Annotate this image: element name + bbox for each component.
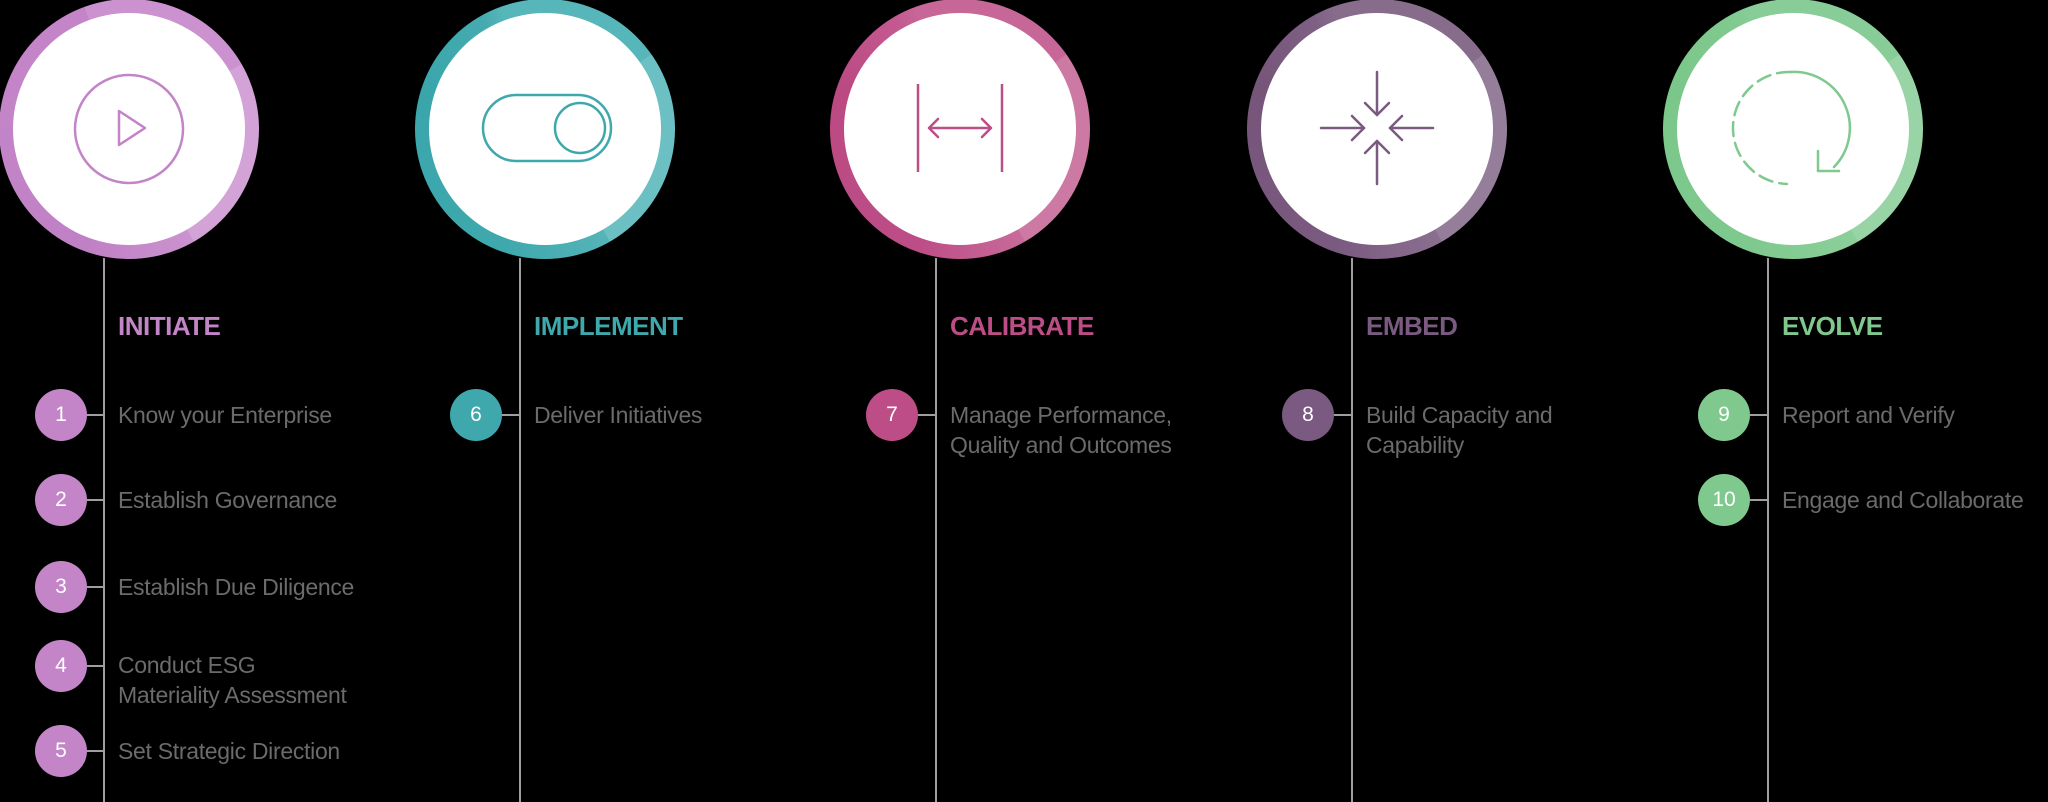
step-label-line-2: Quality and Outcomes bbox=[950, 432, 1172, 458]
step-connector bbox=[918, 414, 936, 416]
toggle-switch-icon bbox=[481, 93, 613, 163]
stage-title-evolve: EVOLVE bbox=[1782, 311, 1883, 341]
step-connector bbox=[87, 499, 104, 501]
step-label: Engage and Collaborate bbox=[1782, 487, 2024, 513]
step-connector bbox=[87, 750, 104, 752]
calibrate-stage-badge bbox=[830, 0, 1090, 259]
cycle-refresh-icon bbox=[1731, 70, 1852, 186]
stage-title-initiate: INITIATE bbox=[118, 311, 221, 341]
compress-arrows-icon bbox=[1319, 70, 1435, 186]
step-connector bbox=[1334, 414, 1352, 416]
width-measure-icon bbox=[916, 84, 1004, 172]
step-connector bbox=[1750, 414, 1768, 416]
implement-timeline-line bbox=[519, 258, 521, 802]
step-connector bbox=[87, 414, 104, 416]
step-label: Know your Enterprise bbox=[118, 402, 332, 428]
step-label-line-1: Conduct ESG bbox=[118, 652, 256, 678]
step-number-badge: 7 bbox=[866, 389, 918, 441]
calibrate-timeline-line bbox=[935, 258, 937, 802]
embed-stage-badge bbox=[1247, 0, 1507, 259]
step-label: Set Strategic Direction bbox=[118, 738, 340, 764]
evolve-timeline-line bbox=[1767, 258, 1769, 802]
step-connector bbox=[87, 586, 104, 588]
step-label: Report and Verify bbox=[1782, 402, 1955, 428]
step-number-badge: 4 bbox=[35, 640, 87, 692]
step-number-badge: 9 bbox=[1698, 389, 1750, 441]
embed-timeline-line bbox=[1351, 258, 1353, 802]
step-label: Deliver Initiatives bbox=[534, 402, 703, 428]
evolve-stage-badge bbox=[1663, 0, 1923, 259]
step-number-badge: 8 bbox=[1282, 389, 1334, 441]
step-number-badge: 10 bbox=[1698, 474, 1750, 526]
play-icon bbox=[73, 73, 185, 185]
step-number-badge: 6 bbox=[450, 389, 502, 441]
stage-title-embed: EMBED bbox=[1366, 311, 1458, 341]
initiate-stage-badge bbox=[0, 0, 259, 259]
initiate-timeline-line bbox=[103, 258, 105, 802]
step-label-line-2: Materiality Assessment bbox=[118, 682, 347, 708]
step-connector bbox=[1750, 499, 1768, 501]
step-label-line-2: Capability bbox=[1366, 432, 1464, 458]
step-number-badge: 3 bbox=[35, 561, 87, 613]
step-number-badge: 2 bbox=[35, 474, 87, 526]
step-number-badge: 1 bbox=[35, 389, 87, 441]
step-label: Establish Due Diligence bbox=[118, 574, 355, 600]
implement-stage-badge bbox=[415, 0, 675, 259]
step-label-line-1: Build Capacity and bbox=[1366, 402, 1553, 428]
step-label-line-1: Manage Performance, bbox=[950, 402, 1172, 428]
step-connector bbox=[87, 665, 104, 667]
stage-title-calibrate: CALIBRATE bbox=[950, 311, 1094, 341]
step-number-badge: 5 bbox=[35, 725, 87, 777]
stage-title-implement: IMPLEMENT bbox=[534, 311, 683, 341]
step-label: Establish Governance bbox=[118, 487, 338, 513]
step-connector bbox=[502, 414, 520, 416]
